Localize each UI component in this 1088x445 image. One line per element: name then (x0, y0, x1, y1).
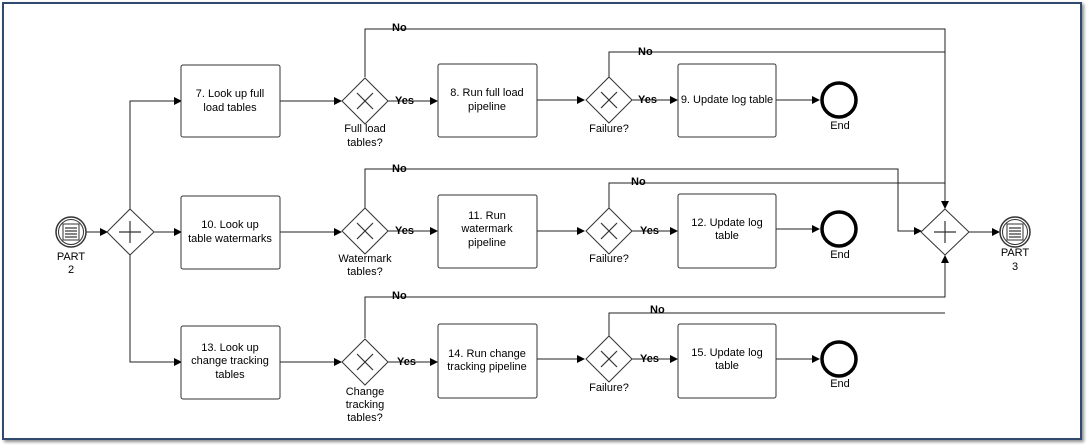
gateway-label: tables? (347, 412, 382, 424)
gateway-full-load-tables: Full load tables? (341, 77, 389, 149)
task-label: 7. Look up full (196, 88, 265, 100)
sequence-flows (86, 28, 1000, 366)
flow-label-yes: Yes (638, 94, 657, 106)
gateway-label: Failure? (589, 123, 629, 135)
gateway-label: Failure? (589, 253, 629, 265)
task-10-look-up-table-watermarks: 10. Look up table watermarks (180, 195, 281, 270)
flow-label-yes: Yes (397, 356, 416, 368)
gateway-watermark-tables: Watermark tables? (338, 207, 392, 278)
task-8-run-full-load-pipeline: 8. Run full load pipeline (437, 63, 538, 138)
gateway-failure-2: Failure? (585, 207, 633, 265)
task-label: 14. Run change (448, 348, 526, 360)
task-7-look-up-full-load-tables: 7. Look up full load tables (180, 64, 281, 138)
task-label: change tracking (191, 355, 269, 367)
task-label: pipeline (468, 101, 506, 113)
task-label: table (715, 360, 739, 372)
end-event-part-3: PART 3 (999, 216, 1031, 273)
parallel-split-gateway (106, 208, 155, 256)
start-event-part-2: PART 2 (55, 216, 87, 276)
flow-label-no: No (392, 163, 407, 175)
task-label: 12. Update log (691, 217, 763, 229)
task-label: table (715, 230, 739, 242)
flow-label-no: No (392, 22, 407, 34)
task-label: 9. Update log table (681, 94, 773, 106)
task-14-run-change-tracking-pipeline: 14. Run change tracking pipeline (437, 323, 538, 399)
gateway-label: Watermark (338, 253, 392, 265)
task-label: tables (215, 369, 245, 381)
flow-labels: No No Yes Yes No No Yes Yes No No Yes Ye… (392, 22, 665, 368)
flow-label-no: No (392, 290, 407, 302)
task-label: pipeline (468, 237, 506, 249)
task-label: 10. Look up (201, 219, 259, 231)
task-label: 8. Run full load (450, 87, 523, 99)
end-event-row-1: End (820, 81, 858, 132)
task-label: 13. Look up (201, 342, 259, 354)
start-event-label: 2 (68, 264, 74, 276)
flow-label-yes: Yes (395, 95, 414, 107)
start-event-label: PART (57, 251, 86, 263)
gateway-failure-1: Failure? (585, 76, 633, 135)
end-label: End (830, 120, 850, 132)
end-event-row-3: End (820, 340, 858, 390)
task-11-run-watermark-pipeline: 11. Run watermark pipeline (437, 194, 538, 269)
task-15-update-log-table: 15. Update log table (677, 323, 777, 399)
task-label: 11. Run (468, 210, 506, 222)
gateway-label: tables? (347, 266, 382, 278)
gateway-label: tables? (347, 137, 382, 149)
flow-label-no: No (638, 46, 653, 58)
flow-label-no: No (631, 176, 646, 188)
end-event-label: PART (1001, 247, 1030, 259)
parallel-merge-gateway (920, 208, 970, 256)
gateway-failure-3: Failure? (585, 335, 633, 394)
task-9-update-log-table: 9. Update log table (677, 63, 777, 138)
task-13-look-up-change-tracking-tables: 13. Look up change tracking tables (180, 325, 281, 400)
task-label: load tables (203, 102, 257, 114)
task-label: 15. Update log (691, 347, 763, 359)
gateway-label: Failure? (589, 382, 629, 394)
end-label: End (830, 249, 850, 261)
task-label: watermark (460, 223, 513, 235)
gateway-label: Change (346, 386, 385, 398)
task-12-update-log-table: 12. Update log table (677, 193, 777, 269)
flow-label-yes: Yes (395, 225, 414, 237)
end-event-label: 3 (1012, 261, 1018, 273)
gateway-change-tracking-tables: Change tracking tables? (341, 338, 389, 424)
gateway-label: tracking (346, 399, 385, 411)
flow-label-no: No (650, 304, 665, 316)
task-label: table watermarks (188, 233, 272, 245)
task-label: tracking pipeline (447, 361, 527, 373)
end-label: End (830, 378, 850, 390)
gateway-label: Full load (344, 123, 386, 135)
flow-label-yes: Yes (640, 225, 659, 237)
flow-label-yes: Yes (640, 353, 659, 365)
end-event-row-2: End (820, 210, 858, 261)
